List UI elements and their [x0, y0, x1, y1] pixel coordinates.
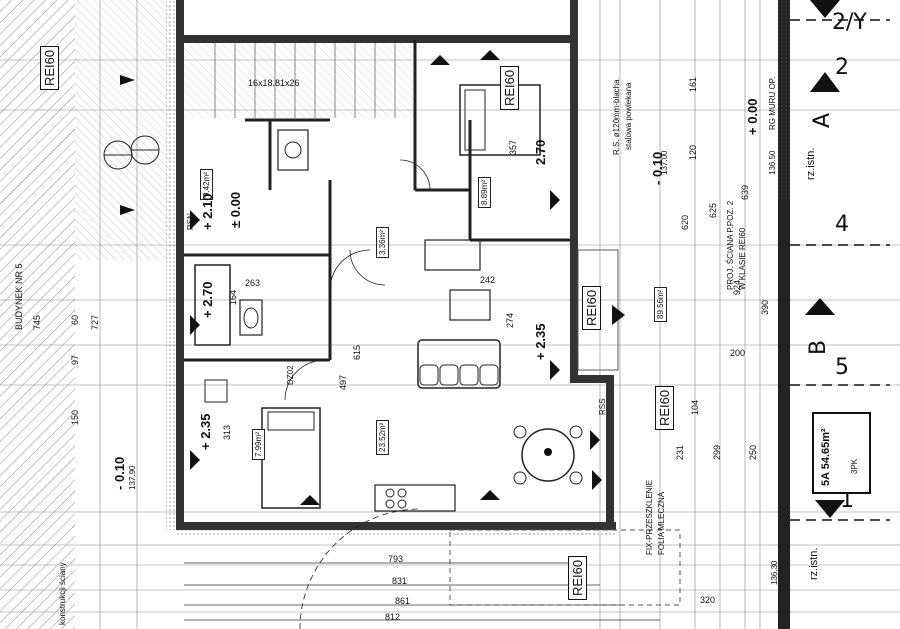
dim-150: 150: [70, 409, 80, 425]
note-13790: 137.90: [128, 465, 137, 490]
fire-rating-3: REI60: [655, 385, 674, 430]
dim-320: 320: [700, 595, 716, 605]
note-building: BUDYNEK NR 5: [14, 263, 24, 330]
level-zero-right: + 0.00: [745, 98, 760, 135]
note-foil: FOLIA MLECZNA: [657, 491, 666, 555]
dim-390: 390: [760, 299, 770, 315]
room-area-hall: 8.89m²: [478, 177, 491, 208]
note-dz: DZ02: [286, 365, 295, 385]
room-area-living: 23.52m²: [376, 419, 389, 455]
note-rs2: stalowa powlekana: [624, 82, 633, 150]
note-13650: 136.50: [768, 150, 777, 175]
level-minus-left: - 0.10: [112, 456, 127, 490]
apartment-id: 5A 54.65m²: [820, 428, 832, 486]
dim-120: 120: [688, 144, 698, 160]
dim-242: 242: [480, 275, 496, 285]
note-wall: PROJ. ŚCIANA P.POZ. 2: [726, 200, 735, 290]
level-bath: + 2.70: [200, 281, 215, 318]
dim-357: 357: [508, 139, 518, 155]
note-rsn: RSN: [186, 213, 195, 230]
note-istn-top: rz.istn.: [805, 147, 817, 180]
dim-727: 727: [90, 314, 100, 330]
axis-b: B: [806, 339, 831, 355]
dim-745: 745: [32, 314, 42, 330]
note-stairs: 16x18.81x26: [248, 78, 300, 88]
note-13630: 136.30: [770, 560, 779, 585]
axis-4: 4: [835, 212, 849, 237]
note-istn-bottom: rz.istn.: [808, 547, 820, 580]
note-wall-class: W KLASIE REI60: [738, 227, 747, 290]
dim-831: 831: [392, 576, 408, 586]
note-rss: RSS: [598, 398, 607, 415]
dim-793: 793: [388, 554, 404, 564]
axis-2: 2: [835, 55, 849, 80]
dim-104: 104: [690, 399, 700, 415]
dim-250: 250: [748, 444, 758, 460]
apartment-stamp: 5A 54.65m² 3PK: [812, 412, 871, 494]
dim-274: 274: [505, 312, 515, 328]
fire-rating-4: REI60: [568, 555, 587, 600]
dim-313: 313: [222, 424, 232, 440]
dim-299: 299: [712, 444, 722, 460]
dim-497: 497: [338, 374, 348, 390]
axis-2y: 2/Y: [832, 10, 867, 35]
dim-60: 60: [70, 314, 80, 325]
note-konstr: konstrukcji ściany: [58, 562, 67, 625]
axis-a: A: [810, 112, 835, 128]
dim-812: 812: [385, 612, 401, 622]
level-zero-left: ± 0.00: [228, 191, 243, 228]
note-rg: RG MURU OP.: [768, 76, 777, 130]
neighbour-building-hatch: [0, 0, 75, 629]
fire-rating-1: REI60: [500, 65, 519, 110]
dim-231: 231: [675, 444, 685, 460]
level-living: + 2.35: [533, 323, 548, 360]
dim-861: 861: [395, 596, 411, 606]
dim-97: 97: [70, 354, 80, 365]
dim-263: 263: [245, 278, 261, 288]
note-fix: FIX-PRZESZKLENIE: [645, 479, 654, 555]
dim-625: 625: [708, 202, 718, 218]
room-area-loggia: 89.56m²: [654, 286, 667, 322]
dim-639: 639: [740, 184, 750, 200]
note-rs: R.S. ø120mm-blacha: [612, 79, 621, 155]
level-bedroom: + 2.35: [198, 413, 213, 450]
level-hall-left: + 2.10: [200, 193, 215, 230]
dim-620: 620: [680, 214, 690, 230]
axis-1: 1: [840, 488, 854, 513]
level-top-bedroom: 2.70: [533, 139, 548, 165]
dim-200: 200: [730, 348, 746, 358]
dim-161: 161: [688, 76, 698, 92]
fire-rating-5: REI60: [40, 45, 59, 90]
dim-615: 615: [352, 344, 362, 360]
apartment-type: 3PK: [850, 458, 859, 474]
room-area-kitchen: 3.36m²: [376, 227, 389, 258]
note-13710: 137.00: [660, 150, 669, 175]
fire-rating-2: REI60: [582, 285, 601, 330]
room-area-bedroom: 7.99m²: [252, 429, 265, 460]
dim-164: 164: [228, 289, 238, 305]
axis-5: 5: [835, 355, 849, 380]
